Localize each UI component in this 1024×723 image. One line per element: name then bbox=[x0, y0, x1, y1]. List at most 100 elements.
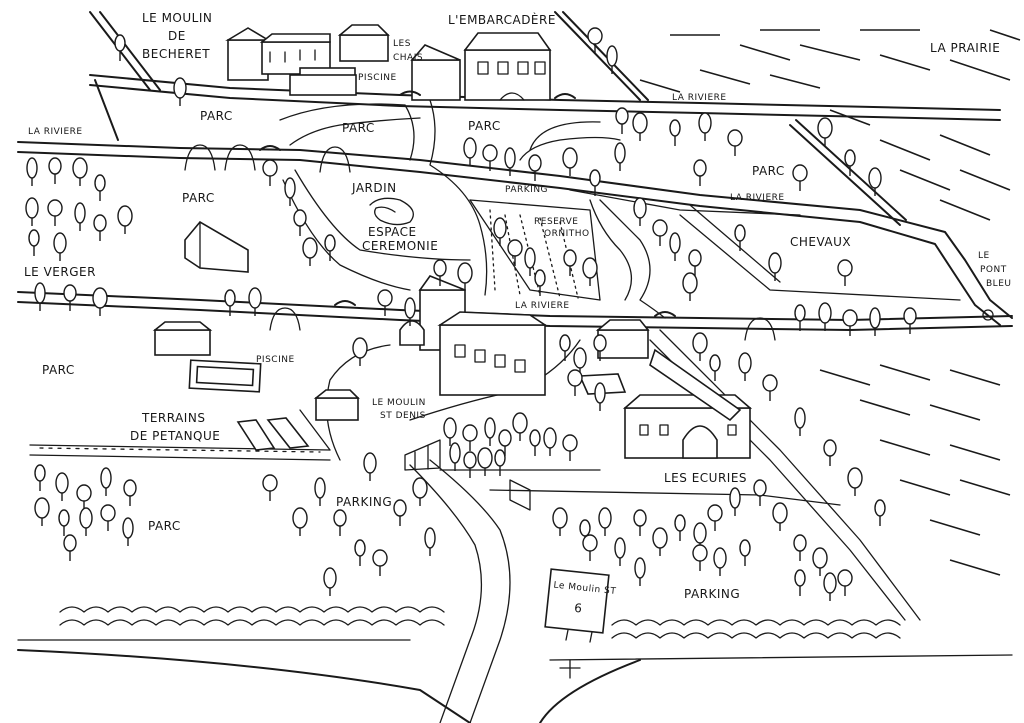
tree bbox=[92, 287, 108, 316]
tree bbox=[753, 479, 767, 506]
prairie-hatching-top bbox=[639, 29, 1021, 93]
tree bbox=[512, 412, 528, 441]
les-chais-building bbox=[337, 24, 390, 62]
small-outbuilding bbox=[313, 389, 360, 421]
tree bbox=[528, 154, 542, 181]
embarcadere-building-small bbox=[410, 44, 461, 101]
tree bbox=[63, 534, 77, 561]
tree bbox=[26, 157, 38, 186]
tree bbox=[79, 507, 93, 536]
gates bbox=[404, 439, 531, 511]
tree bbox=[449, 442, 461, 471]
tree bbox=[262, 474, 278, 501]
label-parc-2: PARC bbox=[342, 121, 375, 135]
tree bbox=[314, 477, 326, 506]
tree bbox=[794, 304, 806, 331]
tree bbox=[404, 297, 416, 326]
tree bbox=[688, 249, 702, 276]
tree bbox=[484, 417, 496, 446]
tree bbox=[462, 424, 478, 451]
river-bushes bbox=[184, 144, 776, 341]
tree bbox=[28, 229, 40, 256]
tree bbox=[823, 439, 837, 466]
label-pont-bleu-3: BLEU bbox=[986, 279, 1011, 289]
tree bbox=[34, 464, 46, 491]
tree bbox=[494, 449, 506, 476]
tree bbox=[173, 77, 187, 106]
tree bbox=[869, 307, 881, 336]
labels: LE MOULIN DE BECHERET LES CHAIS PISCINE … bbox=[24, 11, 1011, 601]
prairie-hatching-right bbox=[819, 109, 1011, 576]
tree bbox=[224, 289, 236, 316]
tree bbox=[552, 507, 568, 536]
label-parc-3: PARC bbox=[468, 119, 501, 133]
label-pont-bleu-2: PONT bbox=[980, 265, 1007, 275]
tree bbox=[34, 282, 46, 311]
tree bbox=[692, 332, 708, 361]
tree bbox=[34, 497, 50, 526]
label-terrains-2: DE PETANQUE bbox=[130, 429, 220, 443]
river-main bbox=[17, 141, 1013, 326]
petanque-courts bbox=[236, 417, 310, 451]
tree bbox=[868, 167, 882, 196]
tree bbox=[615, 107, 629, 134]
tree bbox=[589, 169, 601, 196]
tree bbox=[713, 547, 727, 576]
tree bbox=[652, 219, 668, 246]
label-parc-1: PARC bbox=[200, 109, 233, 123]
tree bbox=[72, 157, 88, 186]
tree bbox=[794, 407, 806, 436]
tree bbox=[372, 549, 388, 576]
hedge-bottom-right bbox=[611, 619, 901, 639]
tree bbox=[534, 269, 546, 296]
tree bbox=[393, 499, 407, 526]
tree bbox=[284, 177, 296, 206]
tree bbox=[593, 334, 607, 361]
ornitho-fence bbox=[489, 209, 579, 299]
tree bbox=[493, 217, 507, 246]
tree bbox=[598, 507, 612, 536]
tree bbox=[738, 352, 752, 381]
tree bbox=[682, 272, 698, 301]
label-les-chais-1: LES bbox=[393, 39, 411, 49]
entrance-sign: Le Moulin ST 6 bbox=[544, 568, 617, 643]
piscine-building bbox=[152, 321, 213, 356]
label-parking-top: PARKING bbox=[505, 185, 548, 195]
hedge-lines-top bbox=[89, 11, 907, 226]
label-les-ecuries: LES ECURIES bbox=[664, 471, 747, 485]
label-moulin-becheret-1: LE MOULIN bbox=[142, 11, 212, 25]
label-parc-5: PARC bbox=[182, 191, 215, 205]
tree bbox=[739, 539, 751, 566]
tree bbox=[507, 239, 523, 266]
label-la-riviere-4: LA RIVIERE bbox=[515, 301, 570, 311]
tree bbox=[573, 347, 587, 376]
tree bbox=[837, 569, 853, 596]
tree bbox=[262, 159, 278, 186]
tree bbox=[614, 142, 626, 171]
label-moulin-becheret-2: DE bbox=[168, 29, 186, 43]
tree bbox=[792, 164, 808, 191]
tree bbox=[837, 259, 853, 286]
tree bbox=[634, 557, 646, 586]
tree bbox=[377, 289, 393, 316]
tree bbox=[457, 262, 473, 291]
label-le-verger: LE VERGER bbox=[24, 265, 96, 279]
tree bbox=[74, 202, 86, 231]
sign-text-line2: 6 bbox=[574, 601, 584, 616]
tree bbox=[463, 137, 477, 166]
tree bbox=[707, 504, 723, 531]
tree bbox=[633, 197, 647, 226]
tree bbox=[633, 509, 647, 536]
tree bbox=[698, 112, 712, 141]
tree bbox=[844, 149, 856, 176]
tree bbox=[812, 547, 828, 576]
tree bbox=[443, 417, 457, 446]
label-espace-ceremonie-2: CEREMONIE bbox=[362, 239, 438, 253]
tree bbox=[122, 517, 134, 546]
tree bbox=[333, 509, 347, 536]
tree bbox=[354, 539, 366, 566]
label-espace-ceremonie-1: ESPACE bbox=[368, 225, 417, 239]
label-la-prairie: LA PRAIRIE bbox=[930, 41, 1000, 55]
tree bbox=[498, 429, 512, 456]
tree bbox=[529, 429, 541, 456]
